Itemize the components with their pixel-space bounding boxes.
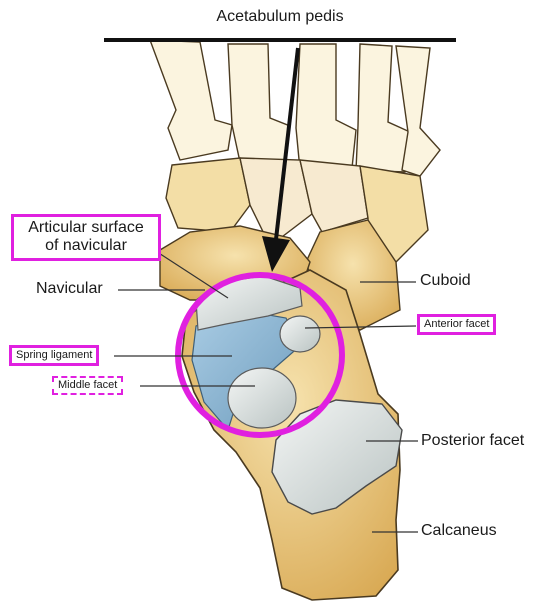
anterior-facet — [280, 316, 320, 352]
middle-facet — [228, 368, 296, 428]
label-articular-line1: Articular surface — [16, 219, 156, 237]
label-articular-surface: Articular surface of navicular — [11, 214, 161, 261]
label-anterior-facet: Anterior facet — [417, 314, 496, 335]
label-calcaneus: Calcaneus — [421, 522, 497, 540]
label-articular-line2: of navicular — [16, 237, 156, 255]
label-middle-facet: Middle facet — [52, 376, 123, 395]
label-navicular: Navicular — [36, 280, 103, 298]
label-spring-ligament: Spring ligament — [9, 345, 99, 366]
label-posterior-facet: Posterior facet — [421, 432, 524, 450]
label-cuboid: Cuboid — [420, 272, 471, 290]
diagram-title: Acetabulum pedis — [0, 8, 541, 26]
